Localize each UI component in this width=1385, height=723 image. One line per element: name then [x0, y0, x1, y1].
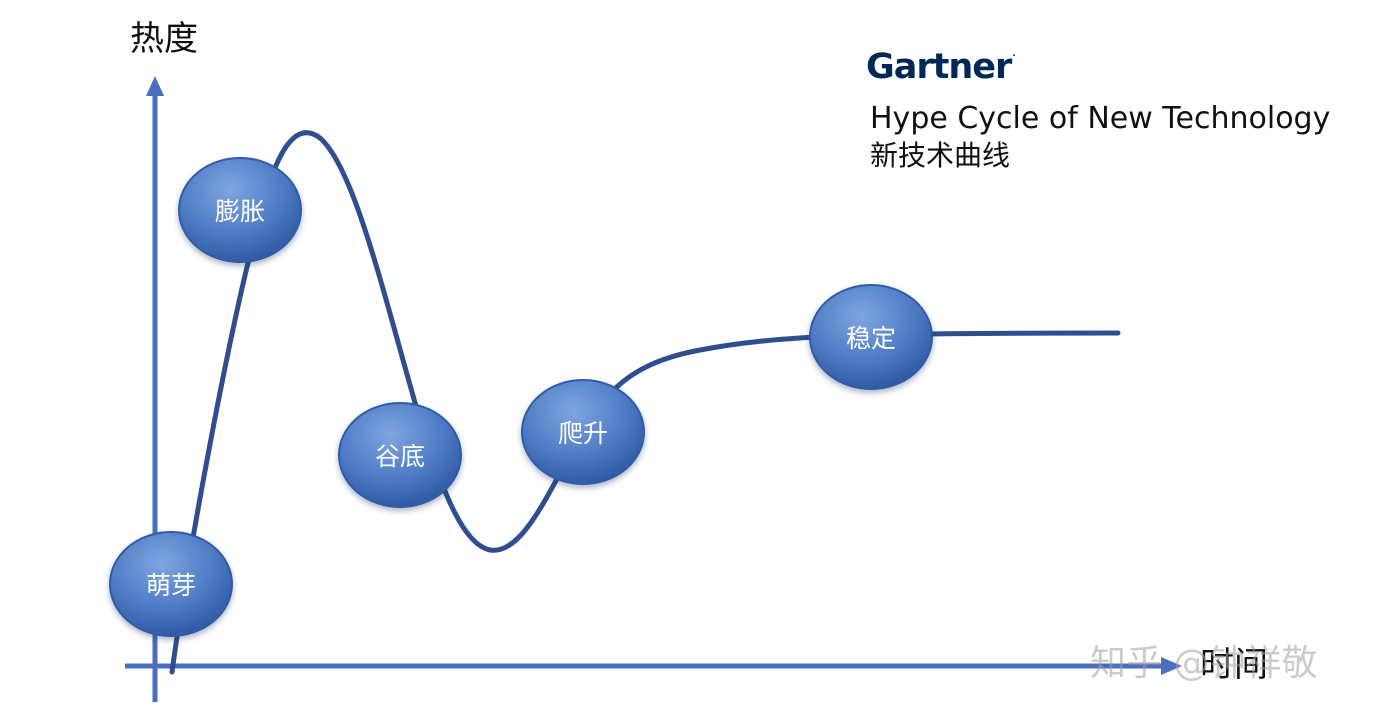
- stage-label-sprout: 萌芽: [146, 571, 196, 600]
- stage-label-stable: 稳定: [846, 324, 896, 353]
- gartner-logo: Gartner.: [866, 50, 1016, 85]
- stage-label-inflation: 膨胀: [215, 197, 265, 226]
- hype-curve: [169, 130, 1121, 675]
- x-axis-label: 时间: [1200, 645, 1268, 685]
- stage-bubble-inflation: [178, 157, 302, 263]
- y-axis-arrow: [146, 76, 164, 96]
- gartner-logo-text: Gartner: [866, 47, 1012, 87]
- stage-bubble-stable: [809, 284, 933, 390]
- y-axis-label: 热度: [130, 19, 198, 59]
- title-zh: 新技术曲线: [870, 139, 1011, 172]
- axes: [125, 76, 1182, 702]
- stage-label-trough: 谷底: [375, 442, 425, 471]
- title-en: Hype Cycle of New Technology: [870, 101, 1331, 136]
- gartner-logo-mark: .: [1012, 49, 1016, 59]
- stage-bubble-climb: [521, 379, 645, 485]
- watermark: 知乎 @钟祥敬: [1090, 643, 1318, 684]
- stage-bubble-trough: [338, 402, 462, 508]
- stage-bubble-sprout: [109, 531, 233, 637]
- stage-label-climb: 爬升: [558, 419, 608, 448]
- x-axis-arrow: [1161, 657, 1182, 675]
